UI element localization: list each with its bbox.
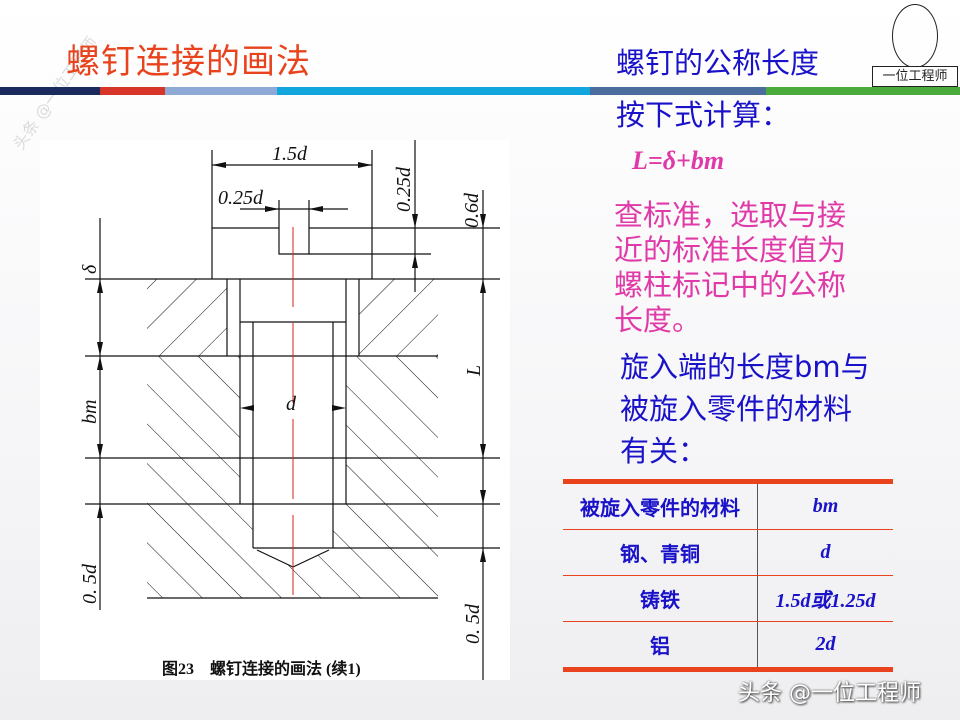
- logo-label: 一位工程师: [872, 66, 958, 87]
- dim-left-bottom: 0. 5d: [79, 563, 101, 604]
- dim-slot-width: 0.25d: [218, 187, 264, 209]
- cell-bm: 2d: [757, 621, 893, 672]
- standard-note: 查标准，选取与接 近的标准长度值为 螺柱标记中的公称 长度。: [614, 198, 846, 338]
- dim-head-height: 0.6d: [461, 192, 483, 228]
- watermark: 头条 @一位工程师: [738, 681, 921, 706]
- logo: 一位工程师: [868, 2, 960, 88]
- screw-connection-drawing: 1.5d 0.25d 0.25d 0.6d δ bm d L 0. 5d 0. …: [40, 140, 510, 680]
- cell-material: 钢、青铜: [563, 529, 758, 576]
- drawing-svg: 1.5d 0.25d 0.25d 0.6d δ bm d L 0. 5d 0. …: [79, 140, 500, 680]
- dim-delta: δ: [79, 264, 101, 274]
- band-segment: [277, 87, 590, 95]
- band-segment: [165, 87, 277, 95]
- cell-bm: d: [757, 529, 893, 576]
- table-row: 铸铁 1.5d或1.25d: [563, 575, 893, 622]
- dim-length: L: [463, 365, 485, 377]
- table-header-row: 被旋入零件的材料 bm: [563, 479, 893, 530]
- intro-line-2: 按下式计算：: [616, 98, 791, 132]
- header-bm: bm: [757, 479, 893, 530]
- note-line: 被旋入零件的材料: [620, 392, 853, 426]
- table-row: 钢、青铜 d: [563, 529, 893, 576]
- note-line: 旋入端的长度bm与: [620, 350, 870, 384]
- bm-table: 被旋入零件的材料 bm 钢、青铜 d 铸铁 1.5d或1.25d 铝 2d: [563, 479, 893, 672]
- dim-diameter: d: [286, 393, 297, 415]
- bm-note: 旋入端的长度bm与 被旋入零件的材料 有关：: [620, 346, 870, 472]
- header-material: 被旋入零件的材料: [563, 479, 758, 530]
- note-line: 有关：: [620, 434, 708, 468]
- slide-title: 螺钉连接的画法: [66, 42, 311, 82]
- logo-circle-icon: [892, 4, 938, 68]
- top-plate-hatch: [147, 279, 438, 356]
- formula: L=δ+bm: [632, 146, 725, 175]
- band-segment: [766, 87, 960, 95]
- band-segment: [100, 87, 165, 95]
- note-line: 长度。: [614, 303, 702, 337]
- slot: [278, 200, 310, 255]
- note-line: 近的标准长度值为: [614, 233, 847, 267]
- dim-head-width: 1.5d: [272, 143, 308, 165]
- note-line: 螺柱标记中的公称: [614, 268, 847, 302]
- cell-material: 铸铁: [563, 575, 758, 622]
- band-segment: [0, 87, 100, 95]
- dim-bm: bm: [79, 400, 101, 424]
- dimension-arrows: [97, 162, 486, 562]
- figure-caption: 图23 螺钉连接的画法 (续1): [162, 659, 361, 678]
- dim-right-bottom: 0. 5d: [462, 603, 484, 644]
- base-hatch: [147, 356, 438, 598]
- table-row: 铝 2d: [563, 621, 893, 672]
- cell-material: 铝: [563, 621, 758, 672]
- note-line: 查标准，选取与接: [614, 198, 847, 232]
- cell-bm: 1.5d或1.25d: [757, 575, 893, 622]
- band-segment: [590, 87, 766, 95]
- intro-line-1: 螺钉的公称长度: [616, 46, 820, 80]
- dim-slot-depth: 0.25d: [393, 166, 415, 212]
